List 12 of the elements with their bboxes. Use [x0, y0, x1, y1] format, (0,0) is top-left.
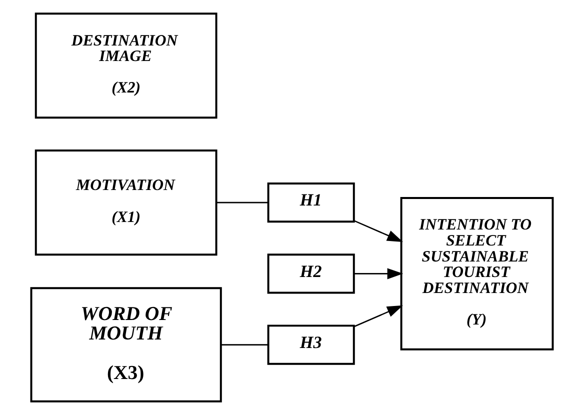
node-box: MOTIVATION (X1)	[34, 150, 217, 256]
node-box: H1	[266, 182, 354, 223]
node-box: H3	[266, 324, 354, 365]
node-box: INTENTION TO SELECT SUSTAINABLE TOURIST DESTINATION (Y)	[400, 196, 554, 350]
connector	[220, 344, 268, 346]
arrow	[353, 305, 402, 328]
arrow	[353, 220, 402, 242]
connector	[216, 202, 268, 204]
node-box: H2	[266, 254, 354, 294]
node-box: WORD OF MOUTH (X3)	[30, 287, 222, 402]
node-box: DESTINATION IMAGE (X2)	[34, 12, 217, 119]
arrow	[354, 268, 403, 280]
